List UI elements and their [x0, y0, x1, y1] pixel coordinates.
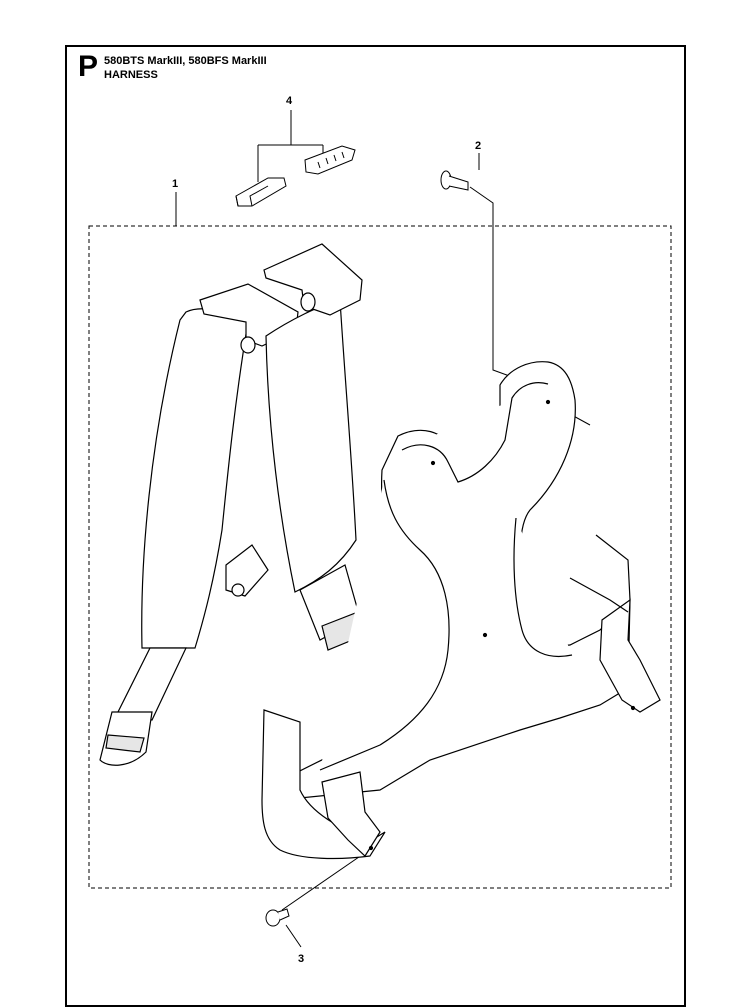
callout-1[interactable]: 1: [172, 178, 179, 190]
leader-2: [469, 153, 516, 379]
callout-4[interactable]: 4: [286, 95, 293, 107]
shoulder-strap-right[interactable]: [225, 243, 363, 651]
assembly-title: HARNESS: [104, 69, 158, 81]
screw-2[interactable]: [440, 170, 469, 191]
section-letter: P: [78, 50, 99, 83]
callout-3[interactable]: 3: [298, 953, 305, 965]
leader-4: [257, 110, 324, 182]
assembly-boundary: [88, 225, 672, 889]
strap-clip-a[interactable]: [235, 177, 287, 207]
strap-clip-b[interactable]: [304, 145, 356, 175]
screw-3[interactable]: [265, 908, 290, 927]
harness-frame[interactable]: [261, 361, 661, 860]
callout-2[interactable]: 2: [475, 140, 482, 152]
page-frame: [65, 45, 686, 1007]
leader-3: [281, 847, 373, 948]
model-title: 580BTS MarkIII, 580BFS MarkIII: [104, 55, 267, 67]
